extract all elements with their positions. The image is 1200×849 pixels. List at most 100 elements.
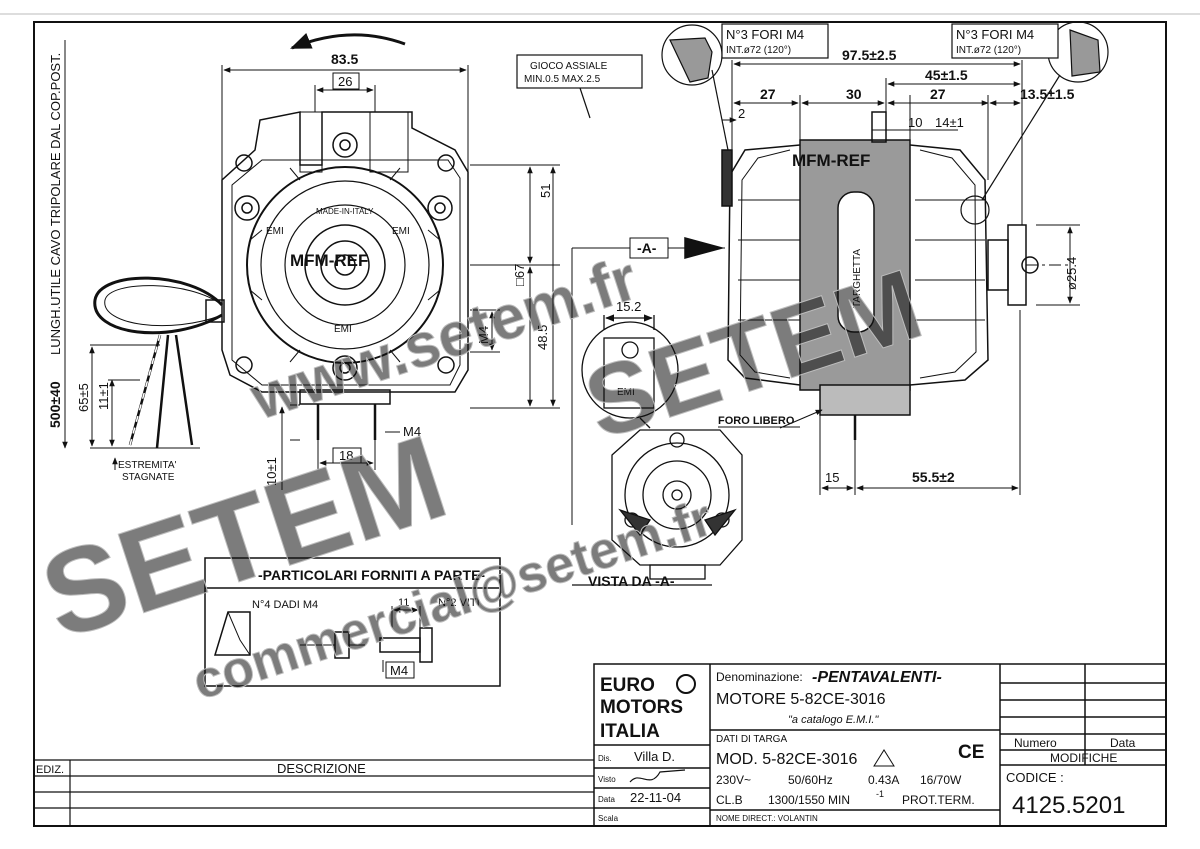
detail-callout-texts: N°3 FORI M4 INT.ø72 (120°) N°3 FORI M4 I… bbox=[524, 27, 1034, 85]
dim-10: 10±1 bbox=[264, 457, 279, 486]
codice-value: 4125.5201 bbox=[1012, 792, 1125, 819]
cl-value: CL.B bbox=[716, 793, 743, 807]
dim-14: 14±1 bbox=[935, 115, 964, 130]
motore-value: MOTORE 5-82CE-3016 bbox=[716, 691, 886, 708]
nome-direct: NOME DIRECT.: VOLANTIN bbox=[716, 814, 818, 823]
rotation-arrow-icon bbox=[290, 33, 406, 50]
dim-55-5: 55.5±2 bbox=[912, 469, 955, 485]
mfm-front-label: MFM-REF bbox=[290, 251, 368, 270]
dati-targa-label: DATI DI TARGA bbox=[716, 734, 787, 745]
parts-box-texts: -PARTICOLARI FORNITI A PARTE- N°4 DADI M… bbox=[252, 567, 485, 679]
vde-triangle-icon bbox=[873, 749, 895, 767]
logo-fan-icon bbox=[676, 674, 696, 694]
dim-15: 15 bbox=[825, 470, 839, 485]
dim-11: 11±1 bbox=[96, 382, 111, 410]
dadi-label: N°4 DADI M4 bbox=[252, 599, 318, 611]
denominazione-label: Denominazione: bbox=[716, 670, 803, 684]
front-dimension-texts: 83.5 26 51 □67 M4 48.5 18 M4 10±1 65±5 1… bbox=[47, 51, 553, 486]
dim-18: 18 bbox=[339, 448, 353, 463]
modifiche-header: MODIFICHE bbox=[1050, 751, 1117, 765]
side-view-labels: MFM-REF TARGHETTA -A- bbox=[629, 151, 870, 308]
data-value: 22-11-04 bbox=[630, 790, 681, 805]
gioco-line-2: MIN.0.5 MAX.2.5 bbox=[524, 74, 601, 85]
dim-97-5: 97.5±2.5 bbox=[842, 47, 897, 63]
signature-icon bbox=[629, 769, 686, 783]
side-dimension-texts: 97.5±2.5 45±1.5 27 30 27 13.5±1.5 2 10 1… bbox=[718, 47, 1079, 485]
numero-header: Numero bbox=[1014, 736, 1057, 750]
view-a-label: -A- bbox=[637, 240, 657, 256]
logo-italia: ITALIA bbox=[600, 721, 660, 742]
fori-right-2: INT.ø72 (120°) bbox=[956, 45, 1021, 56]
m4-box: M4 bbox=[390, 663, 408, 678]
estremita-line-1: ESTREMITA' bbox=[118, 460, 176, 471]
front-view-labels: MFM-REF MADE-IN-ITALY EMI EMI EMI bbox=[266, 207, 410, 335]
side-dimensions bbox=[718, 60, 1080, 495]
rpm-value: 1300/1550 MIN bbox=[768, 793, 850, 807]
freq-value: 50/60Hz bbox=[788, 773, 833, 787]
fori-left-1: N°3 FORI M4 bbox=[726, 27, 804, 42]
dim-sq67: □67 bbox=[512, 264, 527, 286]
parts-box bbox=[204, 557, 501, 687]
dis-value: Villa D. bbox=[634, 749, 675, 764]
viti-label: N°2 VITI bbox=[438, 597, 480, 609]
watermark-url: www.setem.fr bbox=[242, 244, 645, 434]
dim-27-right: 27 bbox=[930, 86, 946, 102]
ediz-header: EDIZ. bbox=[36, 764, 64, 776]
emi-detail-label: EMI bbox=[617, 387, 635, 398]
mod-value: MOD. 5-82CE-3016 bbox=[716, 751, 857, 768]
dim-65: 65±5 bbox=[76, 383, 91, 412]
data-col-header: Data bbox=[1110, 736, 1136, 750]
logo-motors: MOTORS bbox=[600, 697, 683, 718]
front-dimensions bbox=[62, 40, 560, 490]
dim-26: 26 bbox=[338, 74, 352, 89]
volts-value: 230V~ bbox=[716, 773, 751, 787]
dis-label: Dis. bbox=[598, 754, 612, 763]
title-block-texts: EURO MOTORS ITALIA Denominazione: -PENTA… bbox=[598, 669, 1136, 823]
rpm-exponent: -1 bbox=[876, 789, 884, 799]
emi-right-label: EMI bbox=[392, 226, 410, 237]
denominazione-value: -PENTAVALENTI- bbox=[812, 669, 942, 686]
foro-libero-label: FORO LIBERO bbox=[718, 415, 795, 427]
dim-83-5: 83.5 bbox=[331, 51, 358, 67]
side-view bbox=[571, 111, 1068, 525]
mfm-side-label: MFM-REF bbox=[792, 151, 870, 170]
view-from-a bbox=[572, 429, 743, 586]
detail-callouts bbox=[516, 21, 1109, 225]
front-view bbox=[93, 33, 469, 449]
dim-30: 30 bbox=[846, 86, 862, 102]
estremita-line-2: STAGNATE bbox=[122, 472, 175, 483]
fori-left-2: INT.ø72 (120°) bbox=[726, 45, 791, 56]
ce-mark: CE bbox=[958, 742, 984, 763]
dim-11-box: 11 bbox=[398, 597, 409, 609]
parts-title: -PARTICOLARI FORNITI A PARTE- bbox=[258, 567, 485, 583]
dim-45: 45±1.5 bbox=[925, 67, 968, 83]
revision-block bbox=[34, 759, 594, 826]
dim-15-2: 15.2 bbox=[616, 299, 641, 314]
targhetta-label: TARGHETTA bbox=[852, 249, 863, 308]
logo-euro: EURO bbox=[600, 675, 655, 696]
dim-m4-side: M4 bbox=[476, 326, 491, 344]
scala-label: Scala bbox=[598, 814, 619, 823]
cable-note: LUNGH.UTILE CAVO TRIPOLARE DAL COP.POST. bbox=[48, 53, 63, 355]
amp-value: 0.43A bbox=[868, 773, 899, 787]
fori-right-1: N°3 FORI M4 bbox=[956, 27, 1034, 42]
data-label: Data bbox=[598, 795, 615, 804]
codice-label: CODICE : bbox=[1006, 770, 1064, 785]
watt-value: 16/70W bbox=[920, 773, 962, 787]
vista-label: VISTA DA -A- bbox=[588, 573, 675, 589]
dim-m4-terminal: M4 bbox=[403, 424, 421, 439]
descrizione-header: DESCRIZIONE bbox=[277, 761, 366, 776]
emi-left-label: EMI bbox=[266, 226, 284, 237]
dim-2: 2 bbox=[738, 106, 745, 121]
dim-25-4: ø25.4 bbox=[1064, 257, 1079, 290]
dim-27-left: 27 bbox=[760, 86, 776, 102]
prot-value: PROT.TERM. bbox=[902, 793, 975, 807]
title-block bbox=[593, 663, 1167, 827]
emi-detail bbox=[581, 314, 679, 429]
made-in-italy-label: MADE-IN-ITALY bbox=[316, 207, 374, 216]
catalogo-value: "a catalogo E.M.I." bbox=[788, 714, 879, 726]
dim-500: 500±40 bbox=[47, 381, 63, 428]
dim-13-5: 13.5±1.5 bbox=[1020, 86, 1075, 102]
dim-10-top: 10 bbox=[908, 115, 922, 130]
